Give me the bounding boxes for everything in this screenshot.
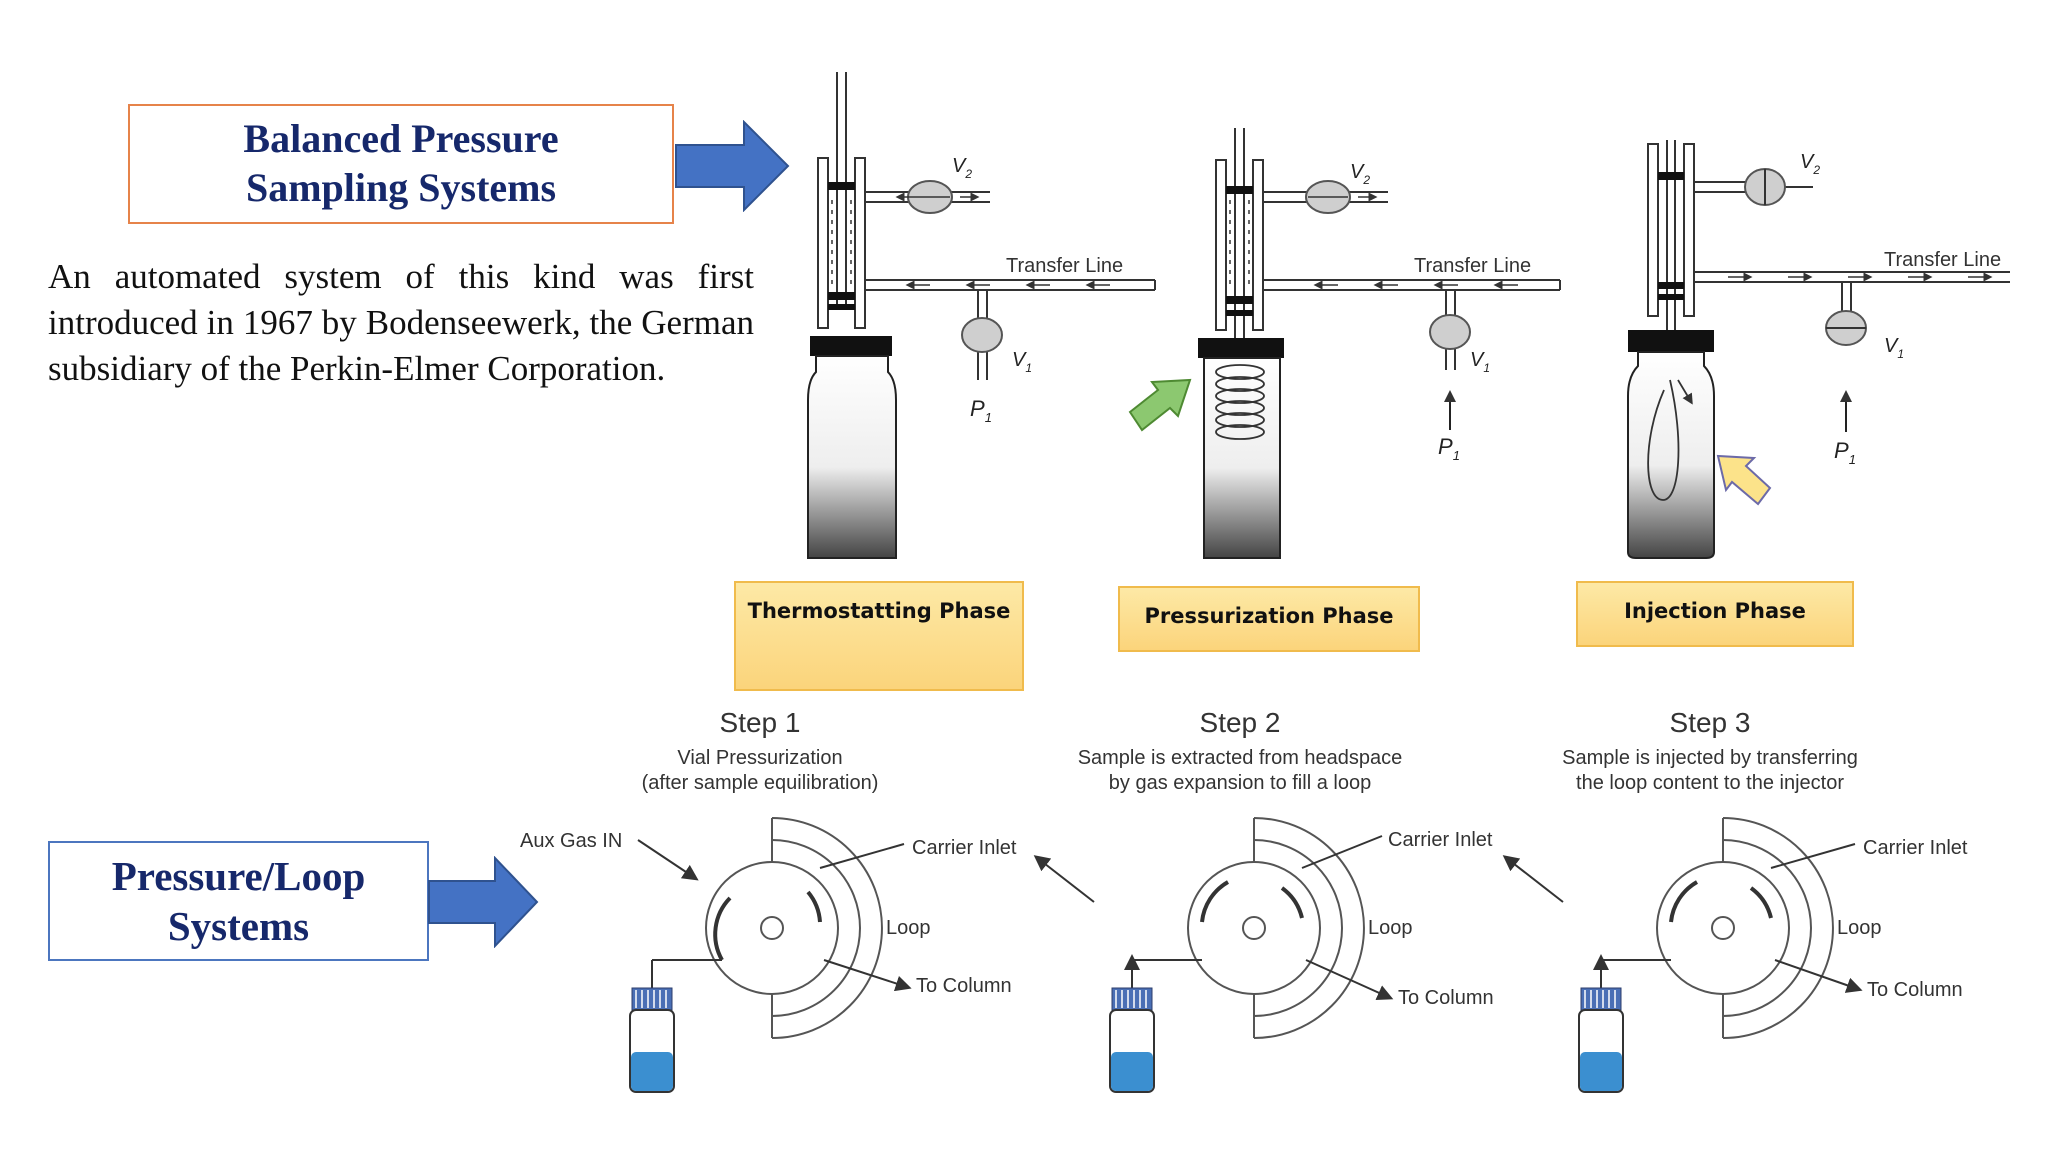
step-3-desc-line2: the loop content to the injector bbox=[1576, 772, 1844, 794]
step-1-heading: Step 1 Vial Pressurization (after sample… bbox=[580, 706, 940, 796]
green-arrow-icon bbox=[1128, 378, 1192, 432]
balanced-pressure-title-line1: Balanced Pressure bbox=[243, 116, 559, 162]
pressure-loop-arrow-icon bbox=[428, 856, 539, 948]
injection-diagram: V2 Transfer Line V1 P1 bbox=[1627, 140, 2010, 559]
svg-text:To Column: To Column bbox=[916, 975, 1012, 997]
phase-label-pressurization: Pressurization Phase bbox=[1118, 586, 1420, 652]
step-2-heading: Step 2 Sample is extracted from headspac… bbox=[1040, 706, 1440, 796]
aux-gas-in-label: Aux Gas IN bbox=[520, 830, 622, 852]
balanced-pressure-title-line2: Sampling Systems bbox=[245, 165, 557, 210]
svg-text:P1: P1 bbox=[1834, 438, 1856, 467]
svg-text:Carrier Inlet: Carrier Inlet bbox=[1863, 837, 1968, 859]
svg-text:V1: V1 bbox=[1470, 349, 1490, 375]
svg-text:Transfer Line: Transfer Line bbox=[1884, 249, 2001, 271]
step-3-desc-line1: Sample is injected by transferring bbox=[1562, 747, 1858, 769]
pressure-loop-title-line2: Systems bbox=[167, 903, 310, 949]
pressure-loop-title-box: Pressure/Loop Systems bbox=[48, 841, 429, 961]
balanced-pressure-description: An automated system of this kind was fir… bbox=[48, 257, 754, 388]
balanced-pressure-arrow-icon bbox=[675, 120, 790, 212]
svg-text:V2: V2 bbox=[1800, 151, 1820, 177]
svg-text:V2: V2 bbox=[1350, 161, 1370, 187]
pressure-loop-title-line1: Pressure/Loop bbox=[111, 852, 366, 899]
step-1-sample-vial bbox=[629, 987, 675, 1093]
pressure-loop-diagram: Aux Gas IN Carrier Inlet Loop To Column bbox=[520, 817, 1968, 1093]
phase-label-injection: Injection Phase bbox=[1576, 581, 1854, 647]
svg-text:P1: P1 bbox=[970, 396, 992, 425]
svg-text:V1: V1 bbox=[1884, 335, 1904, 361]
svg-text:Loop: Loop bbox=[1837, 917, 1882, 939]
step-1-title: Step 1 bbox=[719, 707, 801, 738]
pressurization-diagram: V2 Transfer Line V1 P1 bbox=[1128, 128, 1561, 559]
phase-label-thermostatting: Thermostatting Phase bbox=[734, 581, 1024, 691]
svg-text:V2: V2 bbox=[952, 155, 972, 181]
step-1-desc-line2: (after sample equilibration) bbox=[641, 772, 879, 794]
balanced-pressure-title-box: Balanced Pressure Sampling Systems bbox=[128, 104, 674, 224]
svg-text:Carrier Inlet: Carrier Inlet bbox=[1388, 829, 1493, 851]
svg-text:P1: P1 bbox=[1438, 434, 1460, 463]
step-3-heading: Step 3 Sample is injected by transferrin… bbox=[1510, 706, 1910, 796]
step-2-title: Step 2 bbox=[1199, 707, 1281, 738]
step-1-valve-diagram: Aux Gas IN Carrier Inlet Loop To Column bbox=[520, 817, 1017, 1093]
step-3-valve-diagram: Carrier Inlet Loop To Column bbox=[1502, 817, 1968, 1093]
step-2-desc-line2: by gas expansion to fill a loop bbox=[1108, 772, 1372, 794]
transfer-line-label: Transfer Line bbox=[1006, 255, 1123, 277]
yellow-arrow-icon bbox=[1716, 454, 1772, 506]
svg-text:V1: V1 bbox=[1012, 349, 1032, 375]
step-2-desc-line1: Sample is extracted from headspace bbox=[1077, 747, 1403, 769]
svg-text:Carrier Inlet: Carrier Inlet bbox=[912, 837, 1017, 859]
balanced-pressure-diagram: V2 Transfer Line V1 P1 bbox=[807, 72, 2010, 559]
step-2-valve-diagram: Carrier Inlet Loop To Column bbox=[1033, 817, 1494, 1093]
svg-text:Transfer Line: Transfer Line bbox=[1414, 255, 1531, 277]
svg-text:Loop: Loop bbox=[886, 917, 931, 939]
svg-text:To Column: To Column bbox=[1867, 979, 1963, 1001]
svg-text:To Column: To Column bbox=[1398, 987, 1494, 1009]
thermostatting-diagram: V2 Transfer Line V1 P1 bbox=[807, 72, 1156, 559]
step-1-desc-line1: Vial Pressurization bbox=[677, 747, 843, 769]
svg-text:Loop: Loop bbox=[1368, 917, 1413, 939]
step-3-sample-vial bbox=[1578, 987, 1624, 1093]
step-2-sample-vial bbox=[1109, 987, 1155, 1093]
step-3-title: Step 3 bbox=[1669, 707, 1751, 738]
